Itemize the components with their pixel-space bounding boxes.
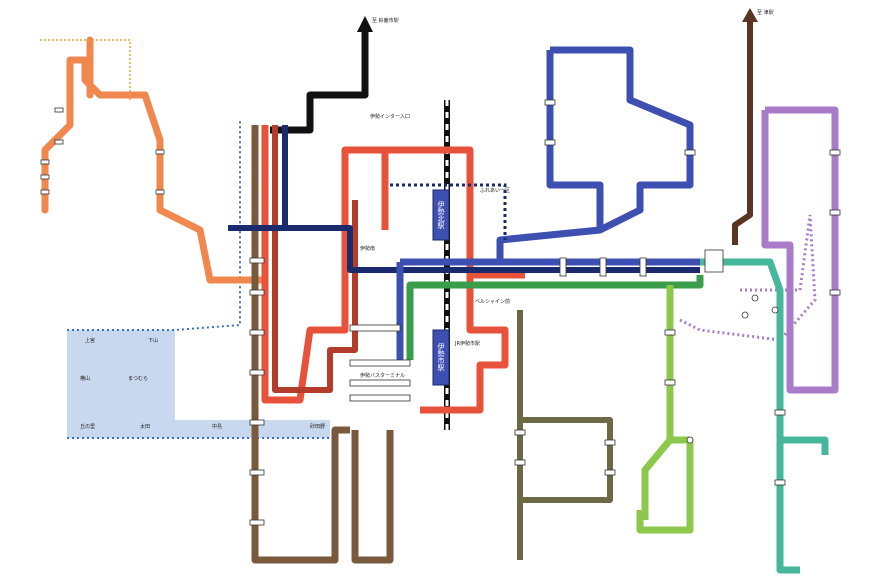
route-navy: [228, 125, 700, 273]
lake-label-sunada: 砂田野: [310, 423, 325, 430]
route-orange: [41, 36, 269, 284]
lake-label-matsumura: まつむら: [128, 376, 148, 382]
station-markers: [40, 99, 841, 526]
route-orange-dotted: [40, 39, 131, 100]
route-lightgreen: [636, 285, 694, 534]
route-black: [270, 30, 369, 134]
terminal-northeast-label: 至 津駅: [757, 9, 774, 16]
lake-label-ota: 太田: [140, 423, 150, 430]
lake-area: [67, 120, 330, 439]
fureai-label: ふれあい一区: [480, 188, 510, 194]
route-darkbrown-arrow: [742, 8, 758, 22]
route-darkbrown: [732, 22, 753, 245]
route-red: [261, 125, 525, 414]
lake-label-nakajima: 中島: [212, 423, 222, 430]
route-brown: [251, 125, 394, 564]
lake-label-shimoyama: 下山: [148, 337, 158, 344]
route-blue-dotted: [390, 183, 507, 240]
lake-label-kamiya: 上宮: [85, 337, 95, 344]
bell-shine-label: ベルシャイン前: [475, 298, 510, 305]
route-blue: [396, 46, 720, 360]
ise-inter-label: 伊勢インター入口: [370, 113, 410, 120]
bus-terminal-label: 伊勢バスターミナル: [360, 372, 405, 379]
route-green: [406, 275, 704, 360]
route-purple-dotted: [679, 214, 817, 342]
ise-kita-station-label: 伊勢北駅: [437, 200, 445, 230]
iseminami-label: 伊勢南: [360, 245, 375, 252]
route-teal: [700, 258, 829, 574]
route-black-arrow: [357, 16, 373, 32]
ise-shi-station-label: 伊勢市駅: [437, 342, 445, 372]
terminal-north-label: 至 鈴鹿市駅: [372, 17, 399, 24]
ise-kita-station-box[interactable]: [432, 189, 450, 241]
route-olive: [517, 310, 613, 560]
jr-ise-label: JR伊勢市駅: [454, 340, 480, 347]
route-purple: [761, 106, 839, 394]
ise-shi-station-box[interactable]: [432, 329, 450, 386]
lake-label-yokoyama: 横山: [80, 375, 90, 382]
lake-label-oka: 丘の里: [80, 424, 95, 430]
